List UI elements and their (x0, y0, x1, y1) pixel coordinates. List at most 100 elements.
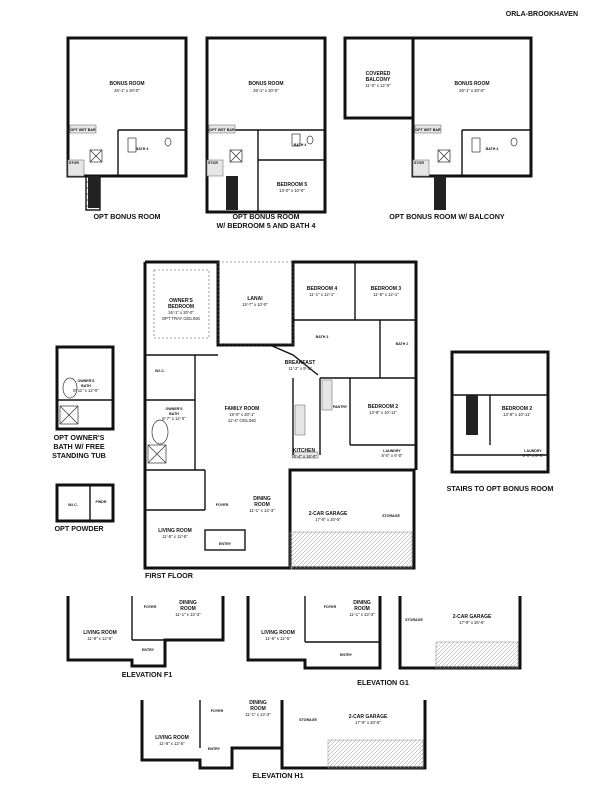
room-label-line2: ROOM (254, 502, 270, 508)
room-dims: 11'-1" x 13'-3" (245, 712, 271, 717)
opt-bonus-bed5-plan: BONUS ROOM 26'-1" x 20'-0" OPT WET BAR S… (205, 36, 327, 230)
storage-label: STORAGE (405, 618, 423, 622)
room-dims: 11'-1" x 12'-1" (309, 292, 335, 297)
laundry-label: LAUNDRY (383, 449, 401, 453)
room-label: BEDROOM 2 (502, 406, 533, 412)
room-label: BEDROOM 2 (368, 404, 399, 410)
wic-label: W.I.C. (68, 503, 78, 507)
room-label: BREAKFAST (285, 360, 316, 366)
caption-opt-powder: OPT POWDER (54, 524, 104, 533)
room-dims: 26'-1" x 20'-0" (114, 88, 140, 93)
room-label: BEDROOM 3 (371, 286, 402, 292)
room-dims: 11'-1" x 13'-3" (175, 612, 201, 617)
caption-elev-g1: ELEVATION G1 (357, 678, 409, 687)
tray-ceiling-note: OPT TRAY CEILING (162, 316, 200, 321)
room-label: COVERED (366, 71, 391, 77)
room-label: 2-CAR GARAGE (309, 511, 348, 517)
room-dims: 8'-11" x 12'-0" (73, 388, 99, 393)
room-label: LIVING ROOM (155, 735, 189, 741)
room-label: DINING (353, 600, 371, 606)
room-label-line2: ROOM (250, 706, 266, 712)
room-dims: 13'-8" x 10'-11" (369, 410, 397, 415)
room-label-line2: ROOM (180, 606, 196, 612)
caption-opt-bonus-balcony: OPT BONUS ROOM W/ BALCONY (389, 212, 505, 221)
room-dims: 15'-7" x 10'-0" (242, 302, 268, 307)
room-dims: 11'-8" x 12'-5" (162, 534, 188, 539)
elevation-f1-plan: LIVING ROOM 11'-8" x 12'-5" FOYER DINING… (66, 596, 225, 679)
room-dims: 17'-9" x 20'-5" (459, 620, 485, 625)
room-dims: 16'-1" x 20'-0" (168, 310, 194, 315)
entry-label: ENTRY (208, 747, 221, 751)
room-label: FAMILY ROOM (225, 406, 260, 412)
opt-powder-plan: W.I.C. PWDR OPT POWDER (54, 483, 115, 533)
caption-first-floor: FIRST FLOOR (145, 571, 194, 580)
caption-elev-f1: ELEVATION F1 (122, 670, 172, 679)
elevation-g1-plan: LIVING ROOM 11'-8" x 12'-5" FOYER DINING… (246, 596, 522, 687)
foyer-label: FOYER (211, 709, 224, 713)
bath4-label: BATH 4 (294, 143, 307, 147)
stor-label: STOR (414, 161, 424, 165)
room-label: LANAI (247, 296, 263, 302)
room-dims: 8'-7" x 12'-0" (162, 416, 186, 421)
caption-owners-bath-2: BATH W/ FREE (53, 442, 105, 451)
bath4-label: BATH 4 (486, 147, 499, 151)
room-dims: 11'-8" x 12'-5" (159, 741, 185, 746)
room-label: DINING (179, 600, 197, 606)
room-label: BONUS ROOM (110, 81, 145, 87)
room-label-line2: ROOM (354, 606, 370, 612)
room-dims: 19'-0" x 20'-1" (229, 412, 255, 417)
room-label: 2-CAR GARAGE (349, 714, 388, 720)
wet-bar-label: OPT WET BAR (209, 128, 235, 132)
pwdr-label: PWDR (96, 500, 107, 504)
caption-stairs-bonus: STAIRS TO OPT BONUS ROOM (447, 484, 554, 493)
room-label: KITCHEN (293, 448, 316, 454)
caption-elev-h1: ELEVATION H1 (252, 771, 303, 780)
room-label: LIVING ROOM (83, 630, 117, 636)
ceiling-note: 11'-4" CEILING (228, 418, 256, 423)
opt-bonus-room-plan: BONUS ROOM 26'-1" x 20'-0" OPT WET BAR S… (66, 36, 188, 221)
room-label: BONUS ROOM (455, 81, 490, 87)
room-label: OWNER'S (77, 379, 95, 383)
room-label-line2: BATH (169, 412, 179, 416)
room-dims: 10'-4" x 16'-0" (291, 454, 317, 459)
room-dims: 17'-9" x 20'-5" (355, 720, 381, 725)
room-label-line2: BATH (81, 384, 91, 388)
room-dims: 26'-1" x 20'-0" (459, 88, 485, 93)
plan-title: ORLA-BROOKHAVEN (506, 11, 578, 18)
opt-bonus-balcony-plan: COVERED BALCONY 11'-0" x 12'-0" BONUS RO… (343, 36, 533, 221)
room-label: BEDROOM 5 (277, 182, 308, 188)
room-label: DINING (249, 700, 267, 706)
caption-opt-bonus: OPT BONUS ROOM (93, 212, 160, 221)
room-dims: 11'-8" x 12'-5" (87, 636, 113, 641)
entry-label: ENTRY (142, 648, 155, 652)
bath4-label: BATH 4 (136, 147, 149, 151)
stor-label: STOR (69, 161, 79, 165)
room-label: OWNER'S (165, 407, 183, 411)
room-dims: 17'-9" x 20'-5" (315, 517, 341, 522)
foyer-label: FOYER (324, 605, 337, 609)
storage-label: STORAGE (382, 514, 400, 518)
foyer-label: FOYER (144, 605, 157, 609)
room-label: DINING (253, 496, 271, 502)
room-dims: 11'-8" x 12'-1" (373, 292, 399, 297)
caption-opt-bonus-bed5: OPT BONUS ROOM (232, 212, 299, 221)
laundry-dims: 8'-0" x 6'-0" (522, 453, 544, 458)
bath2-label: BATH 2 (396, 342, 409, 346)
entry-label: ENTRY (219, 542, 232, 546)
room-label: 2-CAR GARAGE (453, 614, 492, 620)
wet-bar-label: OPT WET BAR (415, 128, 441, 132)
bath3-label: BATH 3 (316, 335, 329, 339)
first-floor-plan: OWNER'S BEDROOM 16'-1" x 20'-0" OPT TRAY… (143, 260, 418, 580)
foyer-label: FOYER (216, 503, 229, 507)
laundry-dims: 8'-0" x 6'-0" (381, 453, 403, 458)
stairs-bonus-plan: BEDROOM 2 13'-8" x 10'-11" LAUNDRY 8'-0"… (447, 350, 554, 493)
room-dims: 11'-1" x 13'-3" (349, 612, 375, 617)
opt-owners-bath-plan: OWNER'S BATH 8'-11" x 12'-0" OPT OWNER'S… (52, 345, 115, 460)
room-dims: 11'-1" x 13'-3" (249, 508, 275, 513)
room-dims: 13'-8" x 10'-11" (503, 412, 531, 417)
room-label: OWNER'S (169, 298, 193, 304)
room-label: LIVING ROOM (158, 528, 192, 534)
caption-owners-bath-1: OPT OWNER'S (54, 433, 105, 442)
room-label: BEDROOM 4 (307, 286, 338, 292)
